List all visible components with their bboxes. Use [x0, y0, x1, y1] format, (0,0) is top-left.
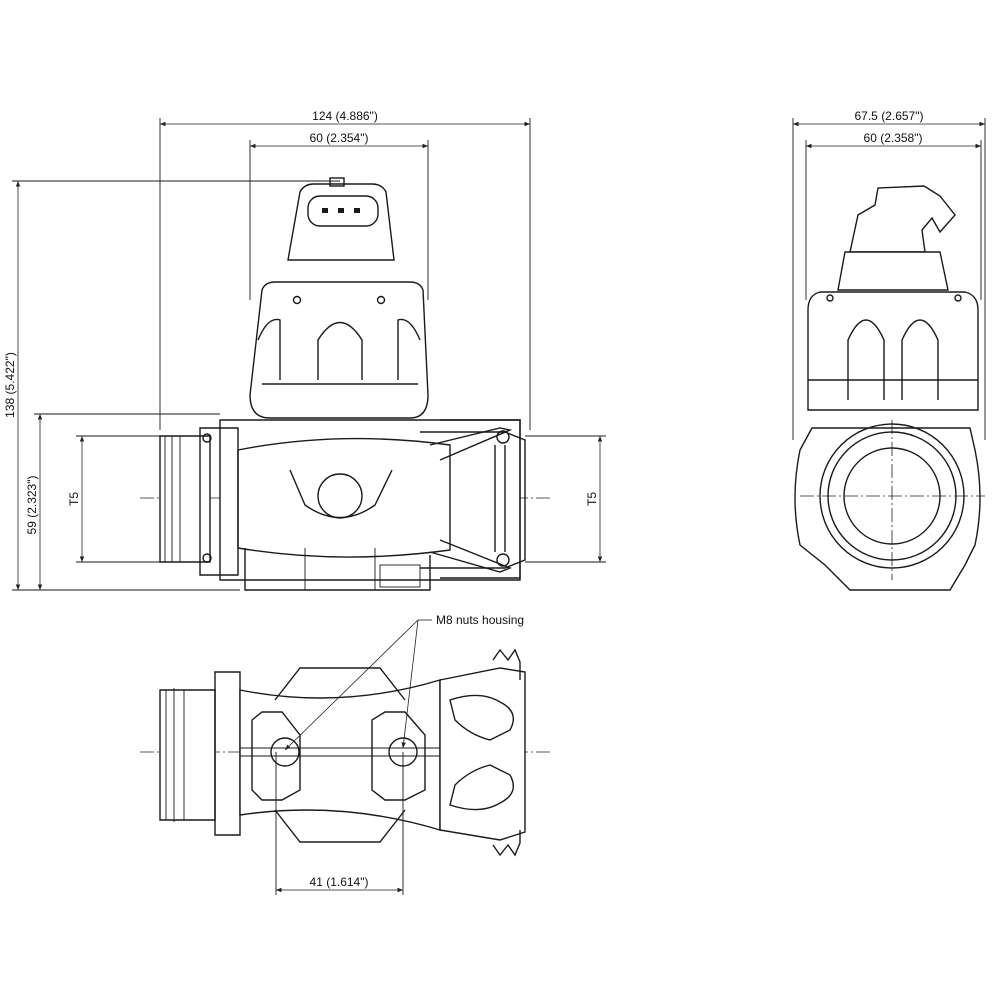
top-nut-spacing-label: 41 (1.614") — [310, 875, 369, 889]
side-cap — [807, 291, 979, 411]
side-body-width-label: 60 (2.358") — [864, 131, 923, 145]
front-left-port-label: T5 — [67, 492, 81, 506]
front-right-port-label: T5 — [585, 492, 599, 506]
dim-cap-width: 60 (2.354") — [249, 131, 429, 300]
side-overall-width-label: 67.5 (2.657") — [855, 109, 924, 123]
dim-left-port: T5 — [67, 435, 165, 563]
front-view: 124 (4.886") 60 (2.354") 138 (5.422") 59… — [3, 109, 606, 591]
dim-overall-height: 138 (5.422") — [3, 180, 340, 591]
side-body — [794, 420, 985, 591]
nuts-housing-callout: M8 nuts housing — [284, 613, 524, 751]
side-view: 67.5 (2.657") 60 (2.358") — [792, 109, 986, 591]
front-overall-width-label: 124 (4.886") — [312, 109, 378, 123]
connector-plug — [287, 177, 395, 261]
side-connector — [837, 185, 956, 291]
top-view: M8 nuts housing 41 (1.614") — [140, 613, 550, 895]
dim-nut-spacing: 41 (1.614") — [275, 752, 404, 895]
front-body-height-label: 59 (2.323") — [25, 476, 39, 535]
dim-overall-width: 124 (4.886") — [159, 109, 531, 430]
front-overall-height-label: 138 (5.422") — [3, 352, 17, 418]
top-right-clamp — [439, 648, 526, 857]
dim-right-port: T5 — [525, 435, 606, 563]
nuts-housing-label: M8 nuts housing — [436, 613, 524, 627]
dim-body-height: 59 (2.323") — [25, 413, 220, 590]
front-cap-width-label: 60 (2.354") — [310, 131, 369, 145]
dim-side-body-width: 60 (2.358") — [805, 131, 982, 300]
cap-housing — [249, 281, 429, 419]
top-left-port — [159, 671, 241, 836]
dim-side-overall-width: 67.5 (2.657") — [792, 109, 986, 440]
valve-body — [159, 419, 526, 591]
